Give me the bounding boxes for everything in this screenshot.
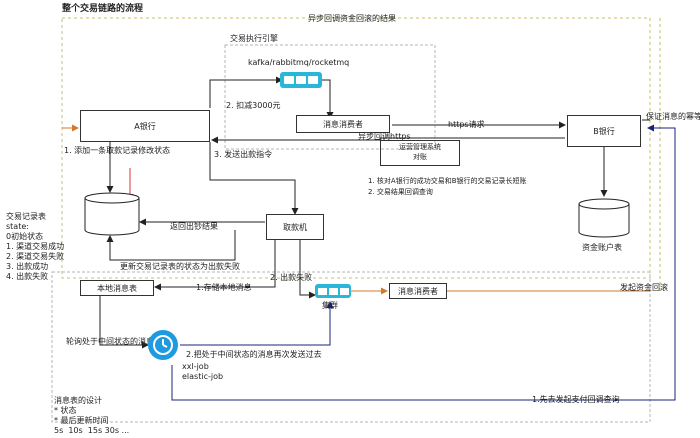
ensure-msg-label: 保证消息的幂等 [646,112,700,121]
consumer-top-box[interactable]: 消息消费者 [296,115,390,133]
pay-query-label: 1.先去发起支付回调查询 [532,395,620,404]
job-scheduler-icon [148,330,178,360]
initiate-rollback-label: 发起资金回滚 [620,283,668,292]
b-bank-box[interactable]: B银行 [567,115,641,147]
mq-names: kafka/rabbitmq/rocketmq [248,58,350,67]
ops-items: 1. 核对A银行的成功交易和B银行的交易记录长短账 2. 交易结果回调查询 [368,177,527,196]
page-title: 整个交易链路的流程 [62,4,144,14]
async-callback-label: 异步回调资金回滚的结果 [308,14,396,23]
record-table-note: 交易记录表 state: 0初始状态 1. 渠道交易成功 2. 渠道交易失败 3… [6,212,65,281]
step3-label: 3. 发送出款指令 [214,150,273,159]
cluster-label: 集群 [322,301,338,310]
msg-table-design-note: 消息表的设计 * 状态 * 最后更新时间 5s 10s 15s 30s ... [54,396,130,435]
update-record-label: 更新交易记录表的状态为出款失败 [120,262,240,271]
fund-account-database [578,198,630,238]
return-result-label: 返回出钞结果 [170,222,218,231]
consumer-bottom-box[interactable]: 消息消费者 [389,283,447,299]
cluster-queue-icon [315,284,351,298]
step1-label: 1. 添加一条取款记录修改状态 [64,146,171,155]
engine-frame [224,44,436,150]
async-https-label: 异步回调https [358,132,411,141]
a-bank-box[interactable]: A银行 [80,110,210,142]
fund-account-label: 资金账户表 [582,243,622,252]
ops-system-box[interactable]: 运营管理系统 对账 [380,140,460,166]
local-msg-box[interactable]: 本地消息表 [80,280,154,296]
bottom-frame [51,271,651,423]
job-names: xxl-job elastic-job [182,362,224,381]
mq-queue-icon [280,72,322,88]
save-local-label: 1.存储本地消息 [196,283,252,292]
outer-frame [61,17,651,279]
step2-fail-label: 2. 出款失败 [270,273,313,282]
resend-label: 2.把处于中间状态的消息再次发送过去 [186,350,322,359]
record-database [84,192,140,236]
deduct-label: 2. 扣减3000元 [226,101,281,110]
poll-msg-label: 轮询处于中间状态的消息 [66,337,154,346]
atm-box[interactable]: 取款机 [266,214,324,240]
https-request-label: https请求 [448,120,485,129]
engine-title: 交易执行引擎 [230,34,278,43]
